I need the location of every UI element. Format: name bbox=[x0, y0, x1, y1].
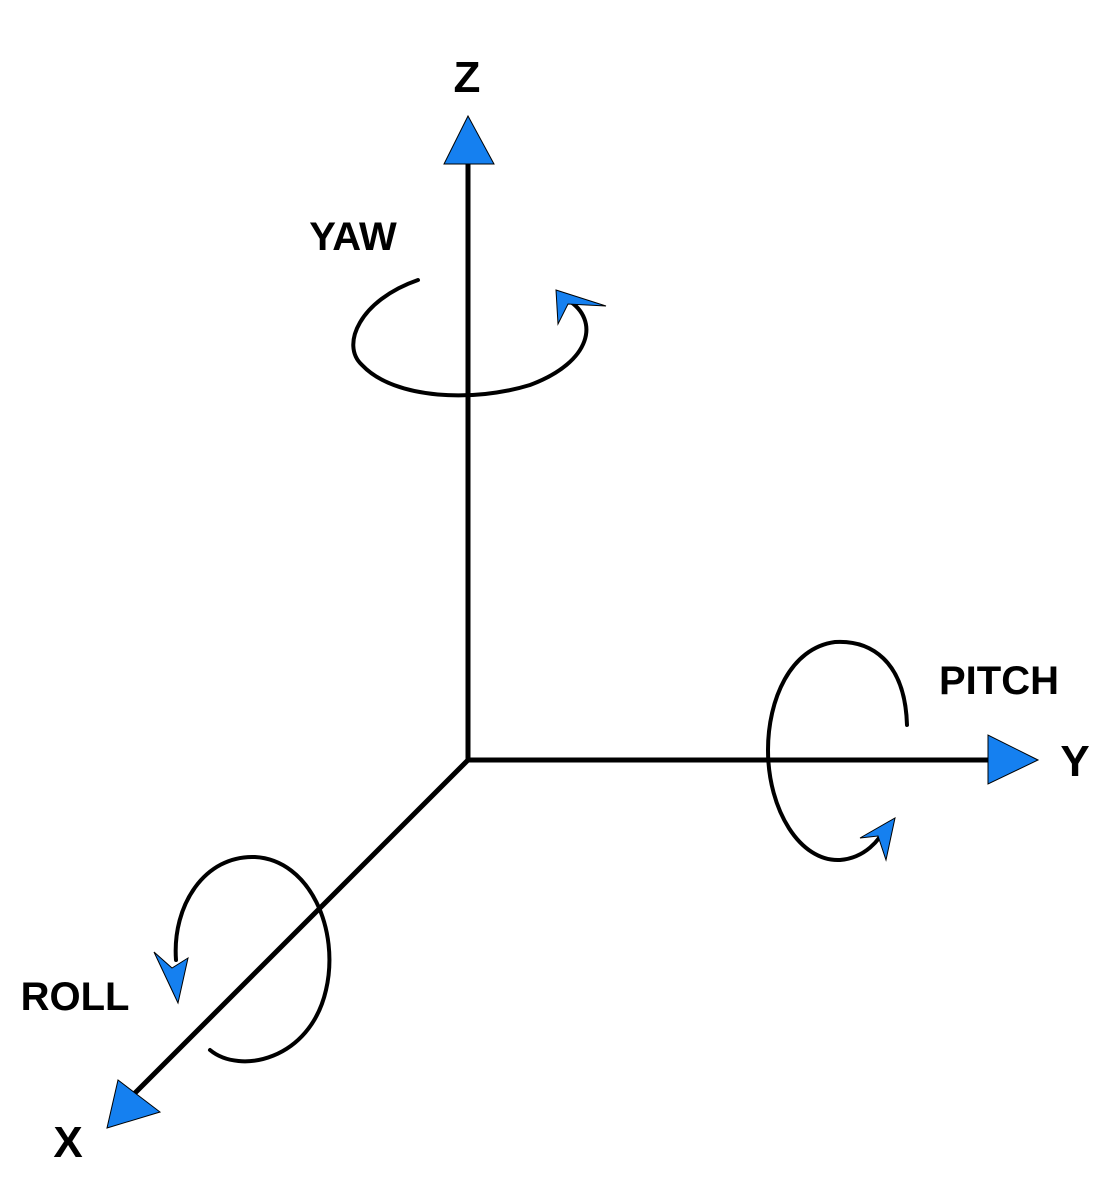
z-axis-arrowhead bbox=[443, 114, 495, 165]
y-axis-arrowhead bbox=[987, 734, 1040, 785]
y-axis-label: Y bbox=[1060, 737, 1089, 786]
roll-label: ROLL bbox=[21, 975, 130, 1019]
x-axis-line bbox=[129, 757, 471, 1099]
x-axis-arrowhead bbox=[106, 1079, 162, 1129]
pitch-rotation-loop bbox=[765, 639, 909, 863]
pitch-arrowhead bbox=[859, 817, 896, 862]
yaw-label: YAW bbox=[309, 215, 397, 259]
yaw-rotation-loop bbox=[351, 278, 589, 398]
yaw-arrowhead bbox=[555, 289, 607, 326]
roll-rotation-loop bbox=[173, 854, 332, 1064]
pitch-label: PITCH bbox=[939, 659, 1059, 703]
z-axis-label: Z bbox=[454, 53, 481, 102]
x-axis-label: X bbox=[53, 1118, 82, 1167]
roll-arrowhead bbox=[153, 951, 189, 1005]
